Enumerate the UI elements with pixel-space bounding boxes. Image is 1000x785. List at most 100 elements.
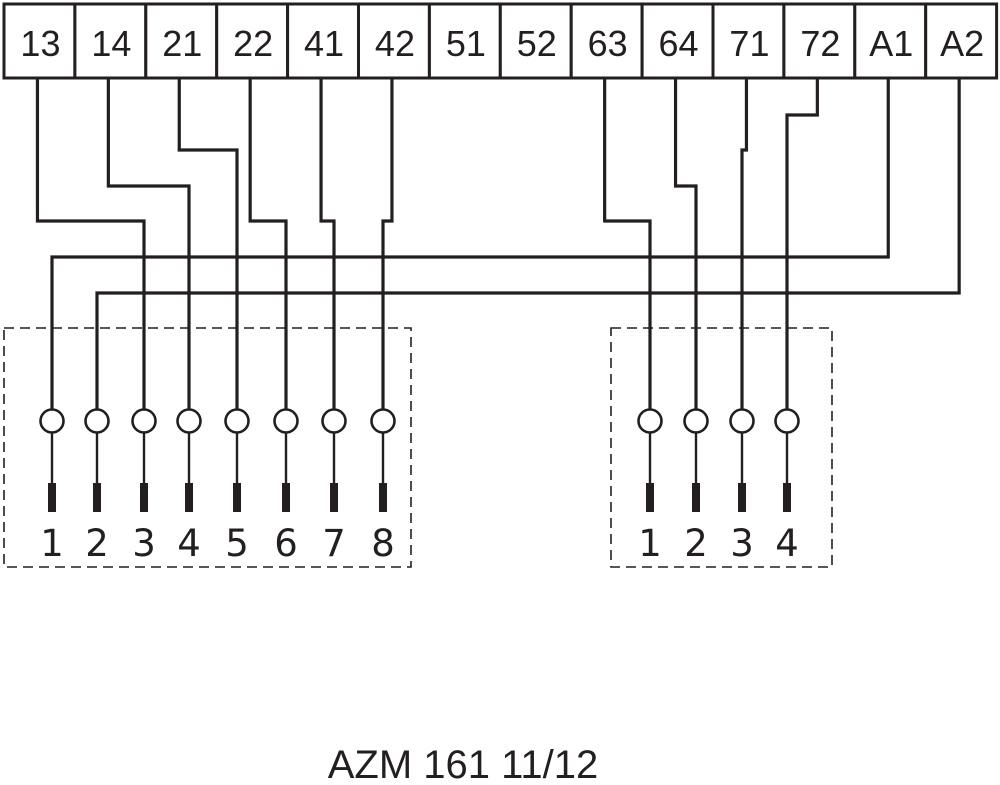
terminal-72: 72 [782,2,857,80]
wires [35,78,961,410]
terminal-14: 14 [73,2,148,80]
terminal-box [73,2,148,80]
pin-contact-circle [729,408,755,434]
pin-label: 4 [177,522,201,565]
terminal-label: 72 [800,23,840,64]
terminal-13: 13 [2,2,77,80]
terminal-box [144,2,219,80]
connector-pin-1: 1 [39,408,65,565]
connector-outline [610,327,833,568]
connector-pin-3: 3 [131,408,157,565]
terminal-51: 51 [427,2,502,80]
pin-socket [185,483,193,512]
wire-72-to-pin-4 [785,78,819,410]
connector-pin-4: 4 [176,408,202,565]
terminal-A2: A2 [924,2,999,80]
pin-contact-circle [774,408,800,434]
wire-42-to-pin-8 [381,78,394,410]
terminal-64: 64 [640,2,715,80]
connector-pin-4: 4 [774,408,800,565]
pin-label: 7 [322,522,346,565]
terminal-63: 63 [569,2,644,80]
pin-contact-circle [321,408,347,434]
pin-socket [692,483,700,512]
wire-21-to-pin-5 [177,78,239,410]
pin-contact-circle [637,408,663,434]
connector-pin-5: 5 [224,408,250,565]
terminal-label: 41 [304,23,344,64]
terminal-label: 42 [375,23,415,64]
pin-label: 3 [730,522,754,565]
terminal-box [286,2,361,80]
terminal-box [427,2,502,80]
wire-63-to-pin-1 [603,78,652,410]
connector-pin-3: 3 [729,408,755,565]
terminal-box [640,2,715,80]
terminal-box [853,2,928,80]
pin-socket [282,483,290,512]
pin-socket [738,483,746,512]
terminal-A1: A1 [853,2,928,80]
terminal-21: 21 [144,2,219,80]
terminal-52: 52 [498,2,573,80]
connector-pin-6: 6 [273,408,299,565]
pin-label: 4 [775,522,799,565]
terminal-label: 21 [162,23,202,64]
pin-contact-circle [273,408,299,434]
wire-71-to-pin-3 [740,78,749,410]
pin-socket [140,483,148,512]
terminal-box [2,2,77,80]
pin-socket [379,483,387,512]
connector-pin-2: 2 [683,408,709,565]
pin-contact-circle [683,408,709,434]
terminal-box [498,2,573,80]
terminal-42: 42 [357,2,431,80]
pin-contact-circle [224,408,250,434]
terminal-41: 41 [286,2,361,80]
pin-contact-circle [84,408,110,434]
wire-A1-to-pin-1 [50,78,890,410]
wire-41-to-pin-7 [319,78,336,410]
terminal-label: 13 [20,23,60,64]
connector-pin-1: 1 [637,408,663,565]
connector-pin-8: 8 [370,408,396,565]
terminal-box [357,2,431,80]
pin-socket [233,483,241,512]
wire-64-to-pin-2 [673,78,698,410]
pin-contact-circle [370,408,396,434]
connector-pin-7: 7 [321,408,347,565]
pin-label: 2 [684,522,708,565]
terminal-22: 22 [215,2,290,80]
terminal-label: 22 [233,23,273,64]
pin-label: 6 [274,522,298,565]
pin-label: 1 [40,522,64,565]
terminal-box [924,2,999,80]
diagram-title: AZM 161 11/12 [328,743,599,785]
pin-label: 1 [638,522,662,565]
pin-contact-circle [39,408,65,434]
terminal-label: 64 [659,23,699,64]
terminal-label: 71 [729,23,769,64]
terminal-box [569,2,644,80]
pin-contact-circle [131,408,157,434]
wire-22-to-pin-6 [248,78,288,410]
terminal-71: 71 [711,2,786,80]
pin-contact-circle [176,408,202,434]
wire-13-to-pin-3 [35,78,146,410]
terminal-box [782,2,857,80]
terminal-label: A2 [940,23,984,64]
terminal-label: 63 [588,23,628,64]
pin-label: 2 [85,522,109,565]
pin-socket [783,483,791,512]
pin-label: 3 [132,522,156,565]
pin-label: 5 [225,522,249,565]
pin-label: 8 [371,522,395,565]
connector-pin-2: 2 [84,408,110,565]
terminal-label: 14 [91,23,131,64]
pin-socket [93,483,101,512]
